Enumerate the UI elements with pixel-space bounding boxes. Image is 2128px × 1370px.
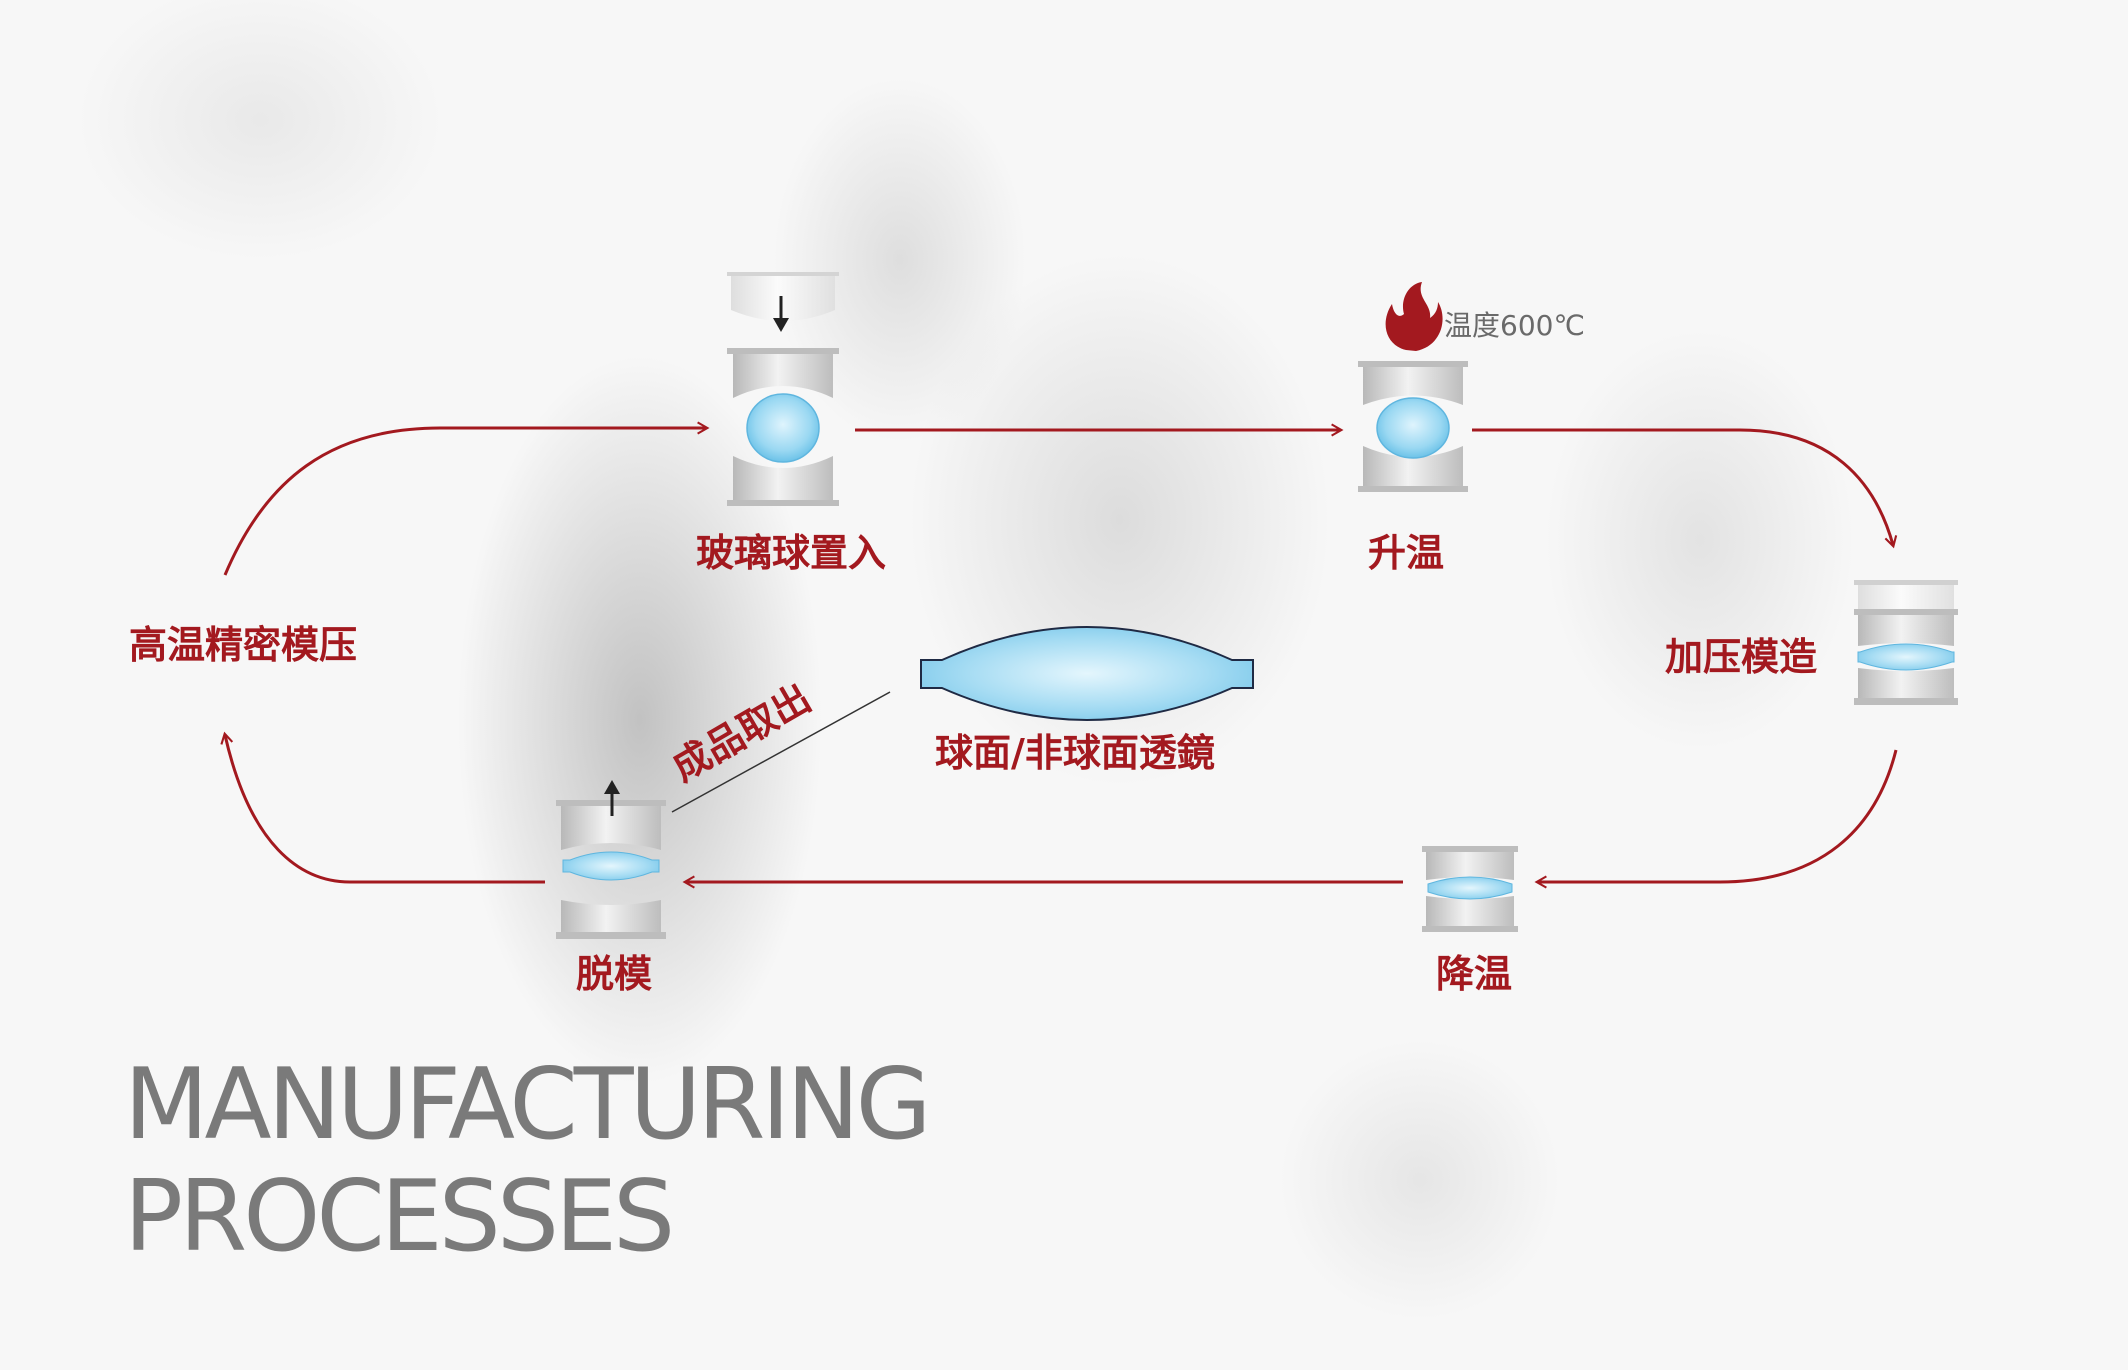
mold-heat xyxy=(1358,361,1468,492)
down-arrow-icon xyxy=(773,296,789,332)
mold-press xyxy=(1854,580,1958,705)
label-insert: 玻璃球置入 xyxy=(696,531,886,575)
arrow-mold-to-insert xyxy=(223,421,710,576)
label-press: 加压模造 xyxy=(1665,635,1817,679)
arrow-press-to-cool xyxy=(1534,749,1898,889)
page-title-line-2: PROCESSES xyxy=(124,1160,671,1274)
arrow-heat-to-press xyxy=(1472,428,1898,549)
label-temperature: 温度600℃ xyxy=(1444,309,1585,342)
up-arrow-icon xyxy=(604,780,620,816)
label-heat: 升温 xyxy=(1368,531,1444,575)
mold-cool xyxy=(1422,846,1518,932)
lens-illustration xyxy=(920,626,1254,721)
label-take-out: 成品取出 xyxy=(665,676,819,790)
label-cool: 降温 xyxy=(1436,952,1512,996)
take-out-pointer xyxy=(671,691,891,813)
label-demold: 脱模 xyxy=(576,952,652,996)
page-title-line-1: MANUFACTURING xyxy=(124,1048,928,1162)
flow-arrows xyxy=(220,421,1898,889)
mold-demold xyxy=(556,800,666,939)
arrow-demold-to-mold xyxy=(220,731,545,884)
mold-insert xyxy=(727,272,839,506)
flame-icon xyxy=(1385,282,1443,351)
label-lens: 球面/非球面透鏡 xyxy=(935,731,1215,775)
label-mold: 高温精密模压 xyxy=(129,623,357,667)
